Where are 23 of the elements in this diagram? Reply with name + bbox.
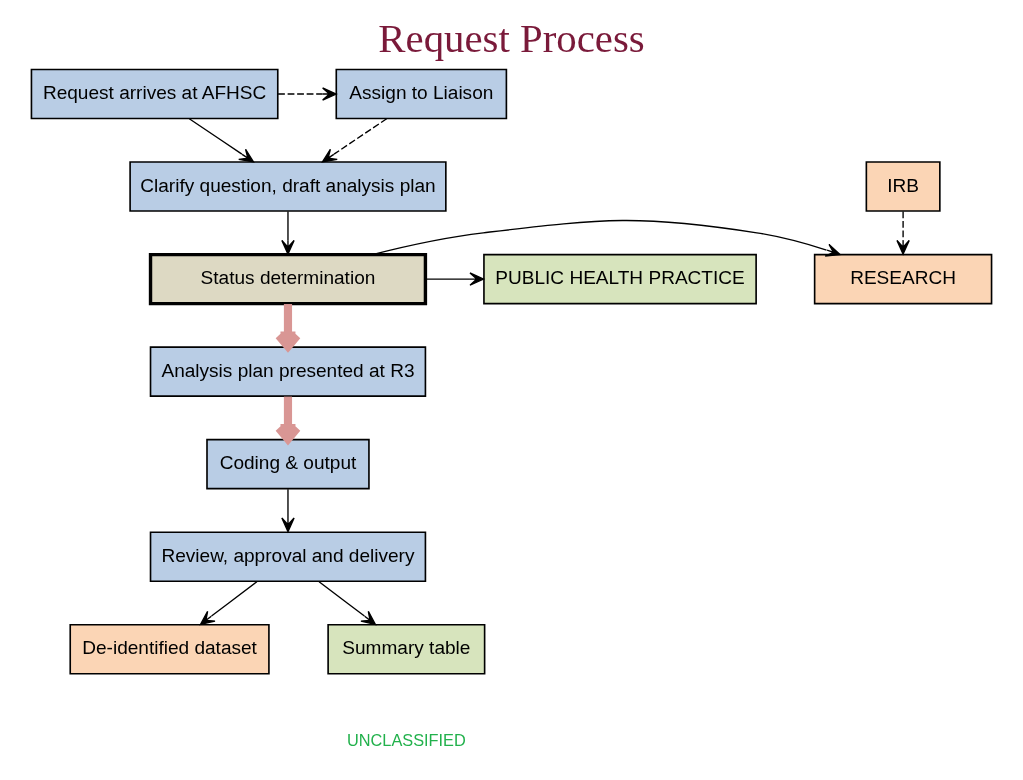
node-box: Status determination [148, 252, 428, 306]
node-box: IRB [865, 161, 941, 212]
node-box: RESEARCH [813, 253, 993, 305]
node-box: Review, approval and delivery [149, 531, 427, 583]
node-box: De-identified dataset [69, 623, 270, 675]
node-box: Summary table [327, 623, 486, 675]
node-box: Analysis plan presented at R3 [149, 346, 427, 397]
arrow [318, 581, 377, 626]
node-box: Coding & output [206, 438, 370, 490]
arrow [321, 118, 388, 163]
arrow [199, 581, 258, 626]
arrow [424, 272, 485, 286]
arrow [281, 488, 295, 533]
node-box: Clarify question, draft analysis plan [129, 161, 447, 212]
node-box: Assign to Liaison [335, 68, 508, 120]
arrow [896, 210, 910, 255]
label: UNCLASSIFIED [346, 731, 466, 750]
arrow [188, 118, 255, 163]
diagram-title: Request Process [378, 15, 645, 61]
node-box: Request arrives at AFHSC [30, 68, 279, 120]
arrow [281, 210, 295, 255]
arrow [277, 87, 337, 101]
node-box: PUBLIC HEALTH PRACTICE [483, 253, 757, 305]
